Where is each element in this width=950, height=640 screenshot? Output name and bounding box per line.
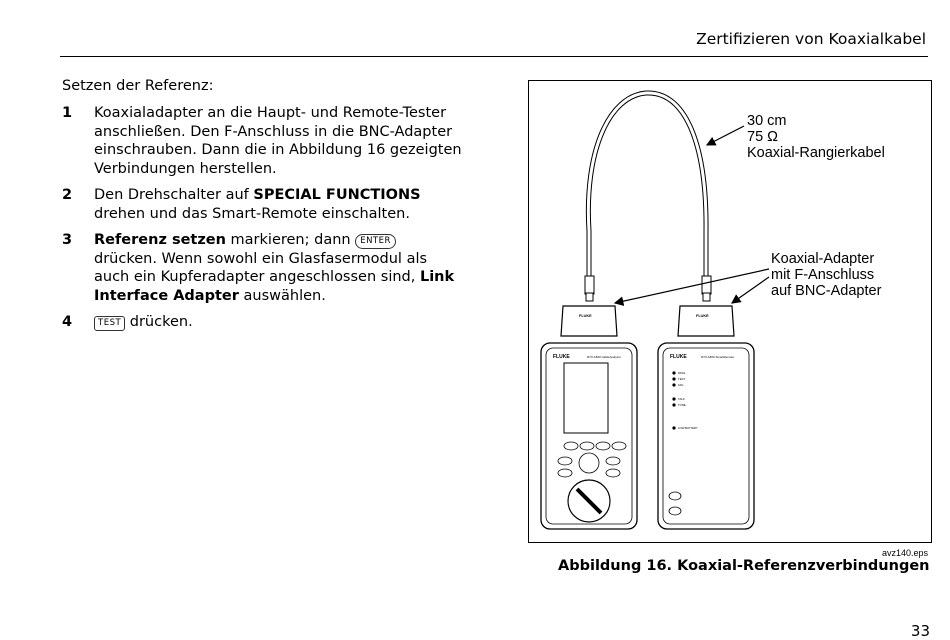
running-header: Zertifizieren von Koaxialkabel [696,30,926,48]
step-text-part: auswählen. [238,287,326,304]
step-text: Referenz setzen markieren; dann ENTER dr… [94,231,462,305]
header-rule [60,56,928,57]
step-text-part: Den Drehschalter auf [94,187,254,203]
cable-label-line1: 30 cm [747,113,787,129]
step-1: 1 Koaxialadapter an die Haupt- und Remot… [62,104,462,178]
test-key-icon: TEST [94,316,126,331]
cable-connector-right [701,275,712,295]
figure-filename: avz140.eps [881,548,928,558]
coax-adapter-main [560,305,618,337]
step-text-bold: Referenz setzen [94,232,226,248]
cable-pointer-arrow [705,125,745,146]
step-3: 3 Referenz setzen markieren; dann ENTER … [62,231,462,305]
adapter-label-line2: mit F-Anschluss [771,267,874,283]
step-text-part: markieren; dann [225,232,356,248]
adapter-pointer-arrow-2 [731,276,770,304]
coax-adapter-remote [677,305,735,337]
step-text-part: drehen und das Smart-Remote einschalten. [94,205,410,222]
enter-key-icon: ENTER [355,234,396,249]
main-screen [563,362,609,434]
figure-16: FLUKE FLUKE FLUKE FLUKE DTX-1800 CableAn… [528,80,932,543]
adapter-label-line3: auf BNC-Adapter [771,283,882,299]
step-4: 4 TEST drücken. [62,313,462,332]
svg-text:TEST: TEST [678,377,685,381]
coax-reference-illustration: FLUKE FLUKE FLUKE FLUKE DTX-1800 CableAn… [540,90,885,530]
step-text: Koaxialadapter an die Haupt- und Remote-… [94,105,462,177]
step-text-part: drücken. [125,314,193,330]
svg-text:PASS: PASS [678,371,685,375]
adapter-pointer-arrow-1 [613,268,770,306]
brand-logo-remote: FLUKE [670,354,687,360]
step-number: 2 [62,187,73,203]
step-text-part: drücken. Wenn sowohl ein Glasfasermodul … [94,250,428,286]
step-text: Den Drehschalter auf SPECIAL FUNCTIONS d… [94,186,462,223]
cable-label-line3: Koaxial-Rangierkabel [747,145,885,161]
step-number: 3 [62,232,73,248]
step-2: 2 Den Drehschalter auf SPECIAL FUNCTIONS… [62,186,462,223]
page-number: 33 [910,622,930,640]
step-text: TEST drücken. [94,313,462,332]
svg-text:TALK: TALK [678,397,685,401]
svg-text:TONE: TONE [678,403,686,407]
step-text-bold: Link Interface Adapter [94,269,455,304]
step-text-bold: SPECIAL FUNCTIONS [253,187,421,203]
svg-text:LOW BATTERY: LOW BATTERY [678,426,698,430]
rotary-switch [567,479,611,523]
intro-text: Setzen der Referenz: [62,78,214,94]
step-number: 4 [62,314,73,330]
adapter-label-line1: Koaxial-Adapter [771,251,874,267]
brand-logo-adapter-remote: FLUKE [696,314,709,318]
step-number: 1 [62,105,73,121]
brand-logo-main: FLUKE [553,354,570,360]
main-model-label: DTX-1800 CableAnalyzer [587,355,621,359]
remote-model-label: DTX-1800 SmartRemote [701,355,734,359]
figure-caption: Abbildung 16. Koaxial-Referenzverbindung… [558,558,930,574]
brand-logo-adapter-main: FLUKE [579,314,592,318]
step-list: 1 Koaxialadapter an die Haupt- und Remot… [62,104,462,340]
smart-remote [657,342,755,530]
arrow-pad [578,452,600,474]
cable-connector-left [584,275,595,295]
cable-label-line2: 75 Ω [747,129,778,145]
svg-text:FAIL: FAIL [678,383,684,387]
